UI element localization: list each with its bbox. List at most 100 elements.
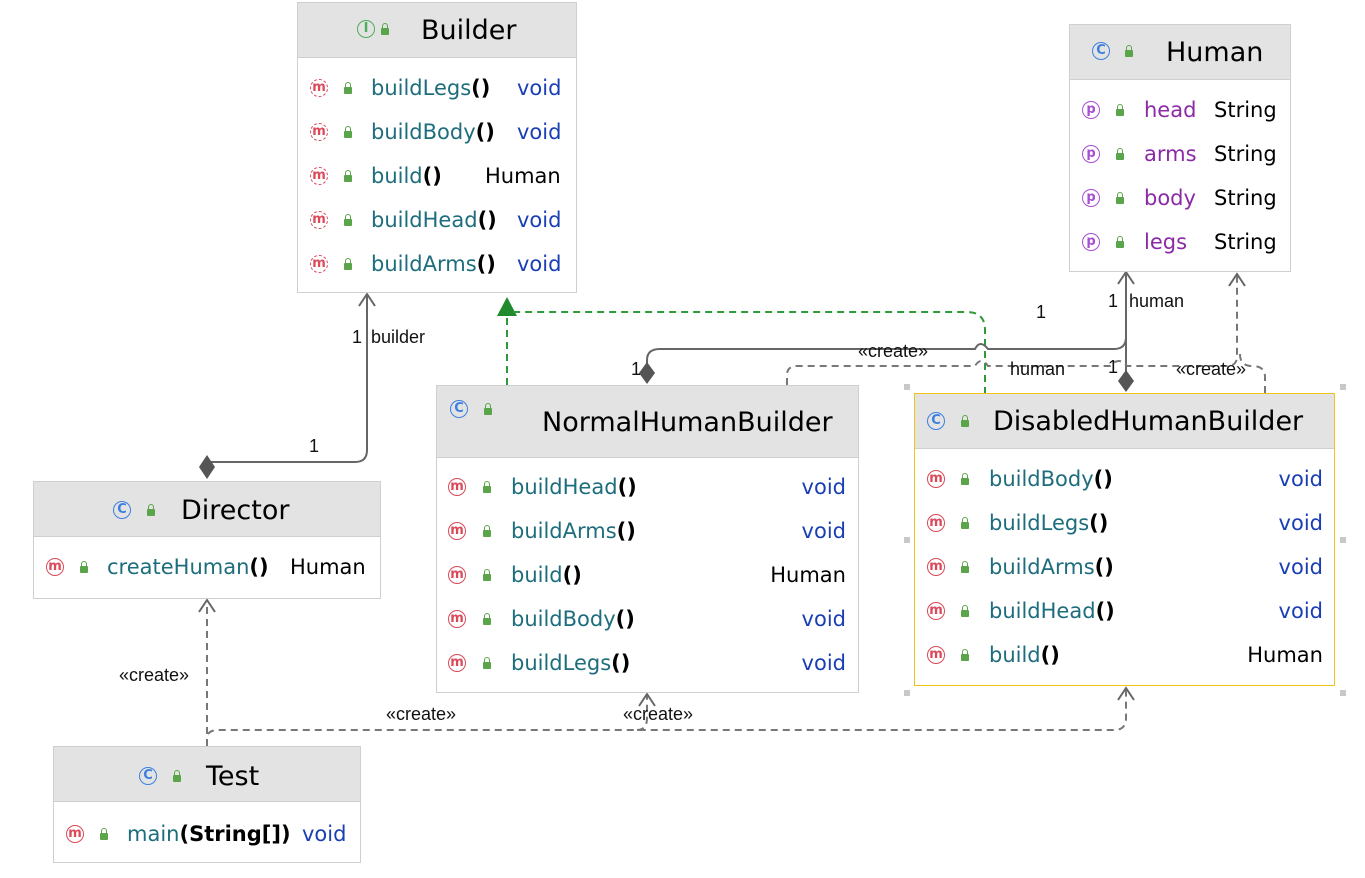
director-diamond	[199, 455, 215, 479]
method-icon: m	[927, 470, 945, 488]
method-icon: m	[66, 825, 84, 843]
abstract-method-icon: m	[310, 167, 328, 185]
abstract-method-icon: m	[310, 79, 328, 97]
member-row[interactable]: m createHuman() Human	[34, 552, 382, 582]
member-row[interactable]: m build() Human	[437, 560, 860, 590]
member-row[interactable]: m buildHead() void	[437, 472, 860, 502]
property-name: arms	[1144, 142, 1197, 166]
normal-create-human-line	[786, 274, 1238, 385]
lock-icon	[1116, 148, 1124, 160]
lock-icon	[483, 569, 491, 581]
return-type: void	[1278, 467, 1323, 491]
resize-handle[interactable]	[904, 537, 910, 543]
realization-arrowhead	[497, 297, 517, 316]
class-builder[interactable]: I Builder m buildLegs() void m buildBody…	[297, 2, 577, 293]
resize-handle[interactable]	[904, 384, 910, 390]
method-name: buildHead()	[989, 599, 1115, 623]
resize-handle[interactable]	[1340, 384, 1346, 390]
member-row[interactable]: p head String	[1070, 95, 1292, 125]
class-name: Director	[181, 495, 290, 526]
lock-icon	[1125, 45, 1133, 57]
lock-icon	[344, 258, 352, 270]
builder-multiplicity: 1	[352, 327, 363, 347]
class-icon: C	[1092, 42, 1110, 60]
method-icon: m	[448, 566, 466, 584]
member-row[interactable]: m buildArms() void	[437, 516, 860, 546]
method-icon: m	[927, 514, 945, 532]
class-header: C NormalHumanBuilder	[437, 386, 858, 458]
return-type: void	[1278, 599, 1323, 623]
member-row[interactable]: m buildBody() void	[298, 117, 578, 147]
class-human[interactable]: C Human p head String p arms String p bo…	[1069, 24, 1291, 272]
class-test[interactable]: C Test m main(String[]) void	[53, 746, 361, 863]
lock-icon	[483, 481, 491, 493]
abstract-method-icon: m	[310, 123, 328, 141]
normal-arrowhead	[638, 692, 656, 707]
class-header: C Human	[1070, 25, 1290, 80]
class-normal-human-builder[interactable]: C NormalHumanBuilder m buildHead() void …	[436, 385, 859, 693]
return-type: void	[517, 120, 562, 144]
class-name: Human	[1166, 37, 1264, 68]
resize-handle[interactable]	[1340, 690, 1346, 696]
return-type: void	[302, 822, 347, 846]
resize-handle[interactable]	[904, 690, 910, 696]
class-header: C Test	[54, 747, 360, 802]
lock-icon	[961, 473, 969, 485]
method-icon: m	[448, 654, 466, 672]
resize-handle[interactable]	[1340, 537, 1346, 543]
disabled-diamond	[1118, 370, 1134, 392]
human-role-top: human	[1129, 291, 1185, 311]
return-type: void	[801, 475, 846, 499]
method-name: buildBody()	[371, 120, 495, 144]
class-name: DisabledHumanBuilder	[993, 406, 1304, 437]
property-icon: p	[1082, 189, 1100, 207]
disabled-create-human-line	[1239, 353, 1266, 393]
member-row[interactable]: m main(String[]) void	[54, 819, 362, 849]
method-name: buildLegs()	[371, 76, 491, 100]
human-arrowhead-right	[1228, 272, 1246, 287]
member-row[interactable]: m buildLegs() void	[437, 648, 860, 678]
class-name: Builder	[421, 15, 517, 46]
method-name: build()	[511, 563, 582, 587]
lock-icon	[961, 649, 969, 661]
member-row[interactable]: m build() Human	[915, 640, 1336, 670]
return-type: void	[1278, 511, 1323, 535]
class-icon: C	[450, 400, 468, 418]
method-icon: m	[448, 522, 466, 540]
normal-diamond	[639, 362, 655, 384]
property-type: String	[1214, 142, 1277, 166]
member-row[interactable]: m buildBody() void	[437, 604, 860, 634]
lock-icon	[484, 403, 492, 415]
lock-icon	[147, 504, 155, 516]
create-label: «create»	[1176, 359, 1247, 379]
member-row[interactable]: m buildHead() void	[915, 596, 1336, 626]
class-director[interactable]: C Director m createHuman() Human	[33, 481, 381, 599]
return-type: void	[1278, 555, 1323, 579]
builder-role-label: builder	[371, 327, 426, 347]
class-icon: C	[927, 412, 945, 430]
member-row[interactable]: m buildLegs() void	[915, 508, 1336, 538]
member-row[interactable]: m build() Human	[298, 161, 578, 191]
member-row[interactable]: m buildLegs() void	[298, 73, 578, 103]
member-row[interactable]: m buildArms() void	[298, 249, 578, 279]
class-icon: C	[139, 767, 157, 785]
create-label: «create»	[858, 341, 929, 361]
human-multiplicity-mid: 1	[1108, 357, 1119, 377]
member-row[interactable]: p body String	[1070, 183, 1292, 213]
normal-human-association	[646, 272, 1127, 372]
lock-icon	[1116, 104, 1124, 116]
property-type: String	[1214, 230, 1277, 254]
method-name: buildArms()	[511, 519, 636, 543]
lock-icon	[100, 828, 108, 840]
human-multiplicity-left: 1	[1036, 302, 1047, 322]
member-row[interactable]: p legs String	[1070, 227, 1292, 257]
property-name: head	[1144, 98, 1197, 122]
member-row[interactable]: p arms String	[1070, 139, 1292, 169]
member-row[interactable]: m buildArms() void	[915, 552, 1336, 582]
class-disabled-human-builder[interactable]: C DisabledHumanBuilder m buildBody() voi…	[914, 393, 1335, 686]
member-row[interactable]: m buildHead() void	[298, 205, 578, 235]
lock-icon	[483, 613, 491, 625]
member-row[interactable]: m buildBody() void	[915, 464, 1336, 494]
method-name: buildLegs()	[989, 511, 1109, 535]
